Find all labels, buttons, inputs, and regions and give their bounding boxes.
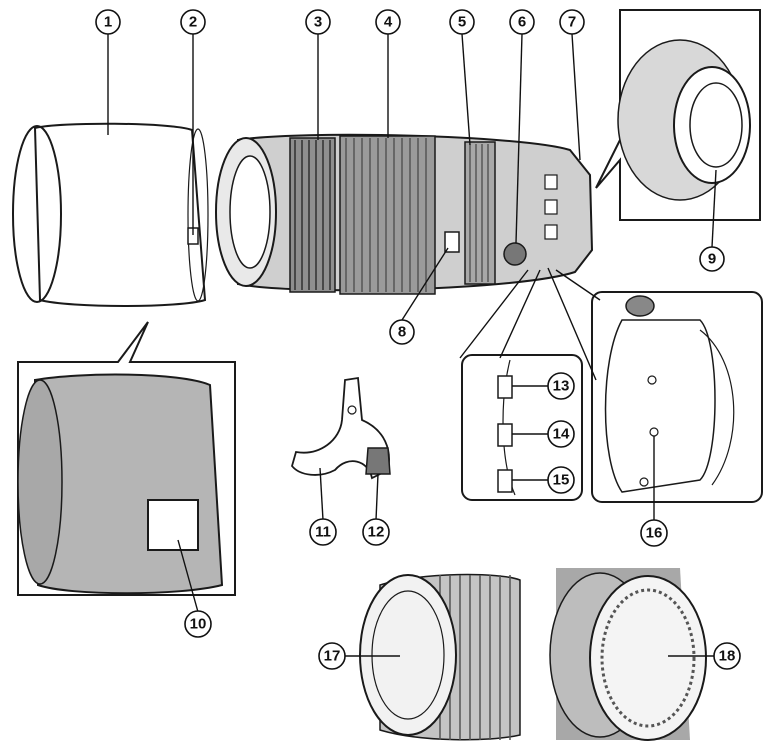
callout-label: 16 bbox=[646, 525, 663, 542]
callout-7: 7 bbox=[559, 9, 585, 35]
callout-3: 3 bbox=[305, 9, 331, 35]
leader-lines bbox=[107, 33, 717, 657]
callout-17: 17 bbox=[318, 642, 346, 670]
callout-9: 9 bbox=[699, 246, 725, 272]
lens-hood bbox=[12, 122, 209, 307]
callout-label: 15 bbox=[553, 472, 570, 489]
focus-ring bbox=[339, 135, 436, 295]
callout-12: 12 bbox=[362, 518, 390, 546]
callout-label: 13 bbox=[553, 378, 570, 395]
front-lens-cap bbox=[359, 574, 457, 736]
callout-label: 2 bbox=[189, 14, 197, 31]
callout-10: 10 bbox=[184, 610, 212, 638]
hood-detail-inset bbox=[17, 321, 236, 596]
callout-2: 2 bbox=[180, 9, 206, 35]
callout-label: 12 bbox=[368, 524, 385, 541]
focus-range-switch bbox=[497, 375, 513, 399]
callout-4: 4 bbox=[375, 9, 401, 35]
zoom-ring bbox=[289, 137, 336, 293]
tripod-foot bbox=[291, 376, 391, 480]
callout-14: 14 bbox=[547, 420, 575, 448]
callout-label: 9 bbox=[708, 251, 716, 268]
callout-label: 10 bbox=[190, 616, 207, 633]
aperture-lock-switch bbox=[444, 231, 460, 253]
callout-13: 13 bbox=[547, 372, 575, 400]
callout-6: 6 bbox=[509, 9, 535, 35]
callout-18: 18 bbox=[713, 642, 741, 670]
callout-5: 5 bbox=[449, 9, 475, 35]
mount-inset bbox=[595, 9, 761, 221]
callout-label: 7 bbox=[568, 14, 576, 31]
callout-8: 8 bbox=[389, 319, 415, 345]
callout-label: 6 bbox=[518, 14, 526, 31]
ois-switch bbox=[497, 423, 513, 447]
callout-15: 15 bbox=[547, 466, 575, 494]
callout-label: 14 bbox=[553, 426, 570, 443]
aperture-ring bbox=[464, 141, 496, 285]
callout-label: 18 bbox=[719, 648, 736, 665]
callout-1: 1 bbox=[95, 9, 121, 35]
front-cap-view bbox=[359, 573, 521, 741]
hood-lock-button-detail bbox=[147, 499, 199, 551]
callout-label: 1 bbox=[104, 14, 112, 31]
tripod-screw-hole bbox=[649, 427, 659, 437]
callout-label: 4 bbox=[384, 14, 393, 31]
callout-label: 8 bbox=[398, 324, 406, 341]
callout-label: 11 bbox=[315, 524, 331, 541]
ois-mode-switch bbox=[497, 469, 513, 493]
lens-body bbox=[215, 133, 594, 295]
tripod-foot-knob bbox=[365, 447, 391, 475]
callout-label: 5 bbox=[458, 14, 466, 31]
tripod-collar-inset bbox=[591, 291, 763, 503]
rear-cap-view bbox=[549, 568, 707, 741]
callout-11: 11 bbox=[309, 518, 337, 546]
callout-label: 3 bbox=[314, 14, 322, 31]
ois-button bbox=[503, 242, 527, 266]
rear-lens-cap bbox=[589, 575, 707, 741]
callout-16: 16 bbox=[640, 519, 668, 547]
callout-label: 17 bbox=[324, 648, 341, 665]
